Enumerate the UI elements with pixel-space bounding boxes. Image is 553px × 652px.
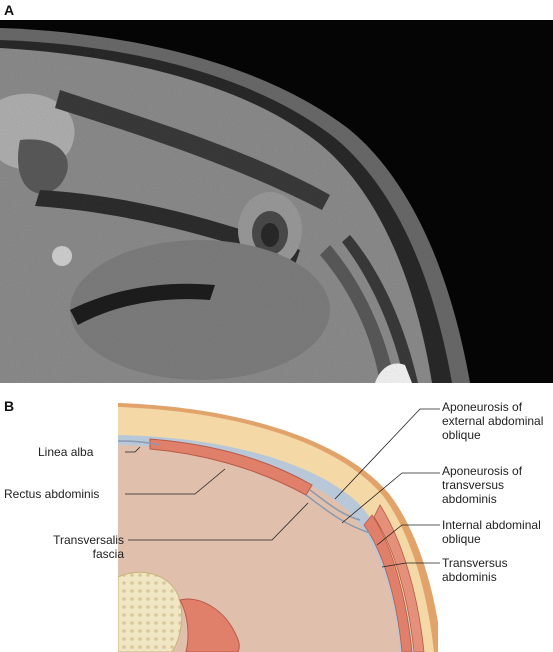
- label-transversalis-fascia: Transversalis fascia: [53, 533, 124, 561]
- label-internal-oblique: Internal abdominal oblique: [442, 518, 541, 546]
- panel-b-letter: B: [4, 398, 15, 414]
- ct-scan-image: [0, 20, 553, 383]
- label-transversus-abdominis: Transversus abdominis: [442, 556, 508, 584]
- transversus-muscle: [373, 504, 425, 652]
- anatomical-diagram: [118, 400, 440, 652]
- label-aponeurosis-transversus: Aponeurosis of transversus abdominis: [442, 464, 523, 506]
- vertebra-bone: [118, 571, 183, 652]
- psoas-muscle: [179, 598, 240, 652]
- internal-oblique-muscle: [363, 514, 413, 652]
- label-aponeurosis-external-oblique: Aponeurosis of external abdominal obliqu…: [442, 400, 544, 442]
- rectus-abdominis-muscle: [149, 438, 313, 496]
- label-rectus-abdominis: Rectus abdominis: [4, 487, 100, 501]
- label-linea-alba: Linea alba: [38, 445, 94, 459]
- panel-a-letter: A: [4, 2, 15, 18]
